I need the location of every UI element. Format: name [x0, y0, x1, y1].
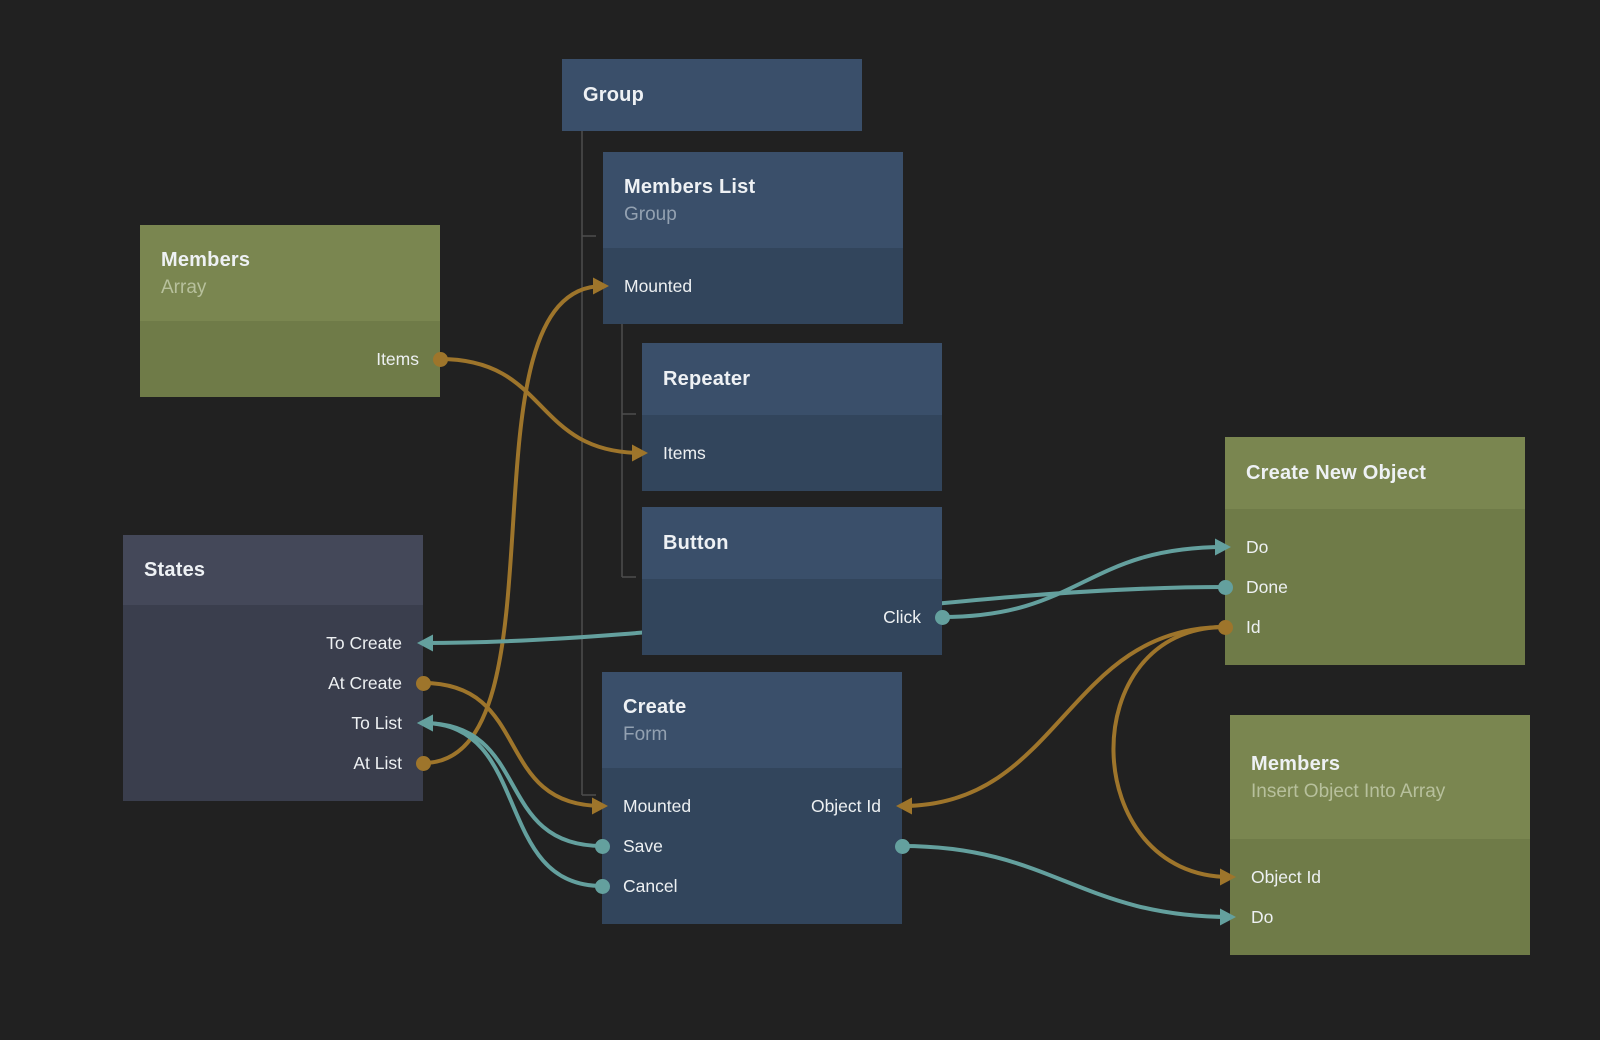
port-row: Done	[1217, 567, 1525, 607]
port-save-dot[interactable]	[594, 838, 610, 854]
port-to-create-label[interactable]: To Create	[326, 633, 402, 653]
port-cancel-label[interactable]: Cancel	[623, 876, 678, 896]
node-subtitle: Form	[623, 723, 668, 745]
node-port-section: Click	[642, 579, 950, 655]
port-at-list-dot[interactable]	[415, 755, 431, 771]
port-row: Items	[140, 339, 448, 379]
port-row: Object Id	[1230, 857, 1530, 897]
port-port-dot[interactable]	[894, 838, 910, 854]
node-group[interactable]: Group	[562, 59, 862, 131]
port-row: Do	[1230, 897, 1530, 937]
port-at-create-label[interactable]: At Create	[328, 673, 402, 693]
port-row: Save	[594, 826, 910, 866]
edge-members-array-items-to-repeater-items[interactable]	[439, 357, 643, 455]
port-mounted-label[interactable]: Mounted	[623, 796, 692, 816]
node-port-section: Object Id Do	[1230, 839, 1530, 955]
port-do-label[interactable]: Do	[1246, 537, 1269, 557]
node-title: Button	[663, 531, 729, 554]
node-port-section: Items	[140, 321, 448, 397]
node-title: Repeater	[663, 367, 751, 390]
node-port-section: Mounted	[603, 248, 903, 324]
port-save-label[interactable]: Save	[623, 836, 663, 856]
node-title: Create New Object	[1246, 461, 1427, 484]
port-id-label[interactable]: Id	[1246, 617, 1261, 637]
port-items-label[interactable]: Items	[376, 349, 419, 369]
node-header[interactable]: Button	[642, 507, 942, 579]
node-title: Group	[583, 83, 644, 106]
port-click-label[interactable]: Click	[883, 607, 921, 627]
port-do-label[interactable]: Do	[1251, 907, 1274, 927]
edge-create-save-to-members-insert-do[interactable]	[901, 844, 1231, 919]
port-row: At Create	[123, 663, 431, 703]
port-click-dot[interactable]	[934, 609, 950, 625]
port-done-dot[interactable]	[1217, 579, 1233, 595]
edge-create-cancel-to-states-to-list[interactable]	[422, 721, 603, 888]
port-cancel-dot[interactable]	[594, 878, 610, 894]
node-title: Create	[623, 695, 687, 718]
port-object-id-label[interactable]: Object Id	[1251, 867, 1322, 887]
node-header[interactable]: Repeater	[642, 343, 942, 415]
port-object-id-label[interactable]: Object Id	[810, 796, 881, 816]
port-row: To List	[123, 703, 423, 743]
node-port-section: To Create At Create To List At List	[123, 605, 431, 801]
port-row: Do	[1225, 527, 1525, 567]
port-mounted-label[interactable]: Mounted	[624, 276, 693, 296]
port-row: Items	[642, 433, 942, 473]
port-row: To Create	[123, 623, 423, 663]
edge-create-new-object-id-to-create-object-id[interactable]	[901, 625, 1226, 808]
node-header[interactable]: Group	[562, 59, 862, 131]
port-items-dot[interactable]	[432, 351, 448, 367]
node-subtitle: Group	[624, 203, 677, 225]
port-items-label[interactable]: Items	[663, 443, 706, 463]
port-row: Click	[642, 597, 950, 637]
node-subtitle: Array	[161, 276, 207, 298]
port-row: Mounted Object Id	[602, 786, 902, 826]
port-row: Id	[1217, 607, 1525, 647]
port-row: Mounted	[603, 266, 903, 306]
port-id-dot[interactable]	[1217, 619, 1233, 635]
node-title: States	[144, 558, 206, 581]
port-to-list-label[interactable]: To List	[351, 713, 402, 733]
node-header[interactable]: Create New Object	[1225, 437, 1525, 509]
node-title: Members List	[624, 175, 756, 198]
node-subtitle: Insert Object Into Array	[1251, 780, 1446, 802]
port-row: At List	[123, 743, 431, 783]
node-title: Members	[1251, 752, 1341, 775]
node-port-section: Items	[642, 415, 942, 491]
port-row: Cancel	[594, 866, 902, 906]
node-header[interactable]: States	[123, 535, 423, 605]
node-title: Members	[161, 248, 251, 271]
port-at-create-dot[interactable]	[415, 675, 431, 691]
node-states[interactable]: States To Create At Create To List At List	[123, 535, 431, 801]
port-done-label[interactable]: Done	[1246, 577, 1288, 597]
port-at-list-label[interactable]: At List	[353, 753, 402, 773]
edge-create-new-object-id-to-members-insert-object-id[interactable]	[1111, 625, 1231, 879]
edge-states-at-create-to-create-mounted[interactable]	[422, 681, 603, 808]
edge-button-click-to-create-new-object-do[interactable]	[941, 545, 1226, 619]
